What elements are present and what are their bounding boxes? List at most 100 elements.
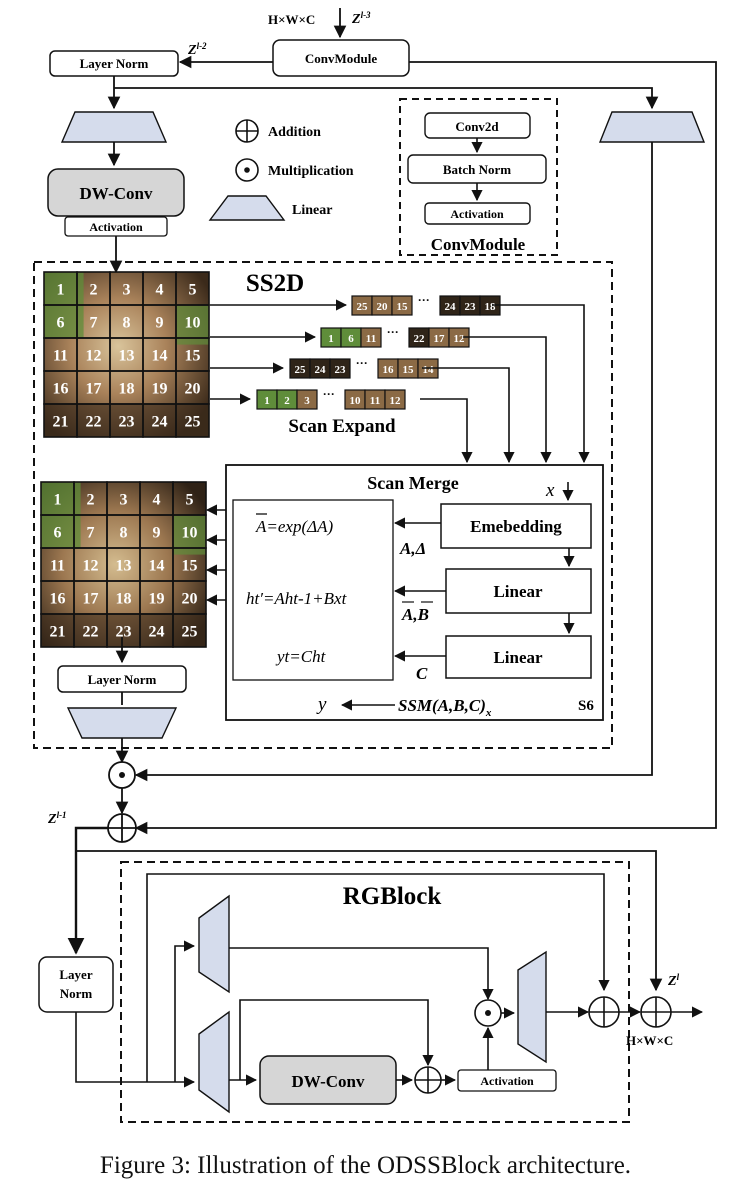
ss2d-title: SS2D — [246, 270, 304, 297]
svg-text:···: ··· — [387, 325, 399, 339]
scan-strip-number: 1 — [328, 333, 334, 345]
grid-cell-number: 2 — [87, 492, 95, 509]
linear-left-trapezoid — [60, 111, 168, 143]
scan-strip-number: 23 — [335, 364, 347, 376]
grid-cell-number: 4 — [156, 282, 164, 299]
ss2d-frame — [33, 261, 613, 749]
scan-strip-number: 23 — [465, 301, 477, 313]
activation-detail-box — [424, 202, 531, 225]
scan-strip-number: 16 — [383, 364, 395, 376]
grid-cell-number: 19 — [152, 381, 168, 398]
grid-cell-number: 10 — [185, 315, 201, 332]
rgblock-linear-output — [517, 950, 547, 1064]
rgblock-layer-norm-line1: Layer — [59, 967, 92, 982]
grid-cell-number: 3 — [120, 492, 128, 509]
c-label: C — [416, 664, 428, 683]
legend-linear-label: Linear — [292, 203, 332, 218]
rgblock-linear-upper — [198, 894, 230, 994]
z-l1-label: Zl-1 — [47, 810, 67, 827]
grid-cell-number: 14 — [152, 348, 168, 365]
grid-cell-number: 8 — [120, 525, 128, 542]
grid-cell-number: 16 — [53, 381, 69, 398]
layer-norm-top-label: Layer Norm — [80, 56, 149, 71]
svg-text:···: ··· — [323, 387, 335, 401]
grid-cell-number: 16 — [50, 591, 66, 608]
rgblock-title: RGBlock — [343, 883, 442, 910]
grid-cell-number: 6 — [57, 315, 65, 332]
linear-1-label: Linear — [493, 582, 543, 601]
scan-strip-number: 12 — [454, 333, 466, 345]
scan-expand-label: Scan Expand — [288, 416, 396, 437]
convmodule-detail-frame — [399, 98, 558, 256]
scan-strip-number: 24 — [315, 364, 327, 376]
ss2d-linear-trapezoid — [66, 707, 178, 739]
conv2d-label: Conv2d — [455, 119, 499, 134]
grid-cell-number: 7 — [90, 315, 98, 332]
scan-strip-number: 17 — [434, 333, 446, 345]
equation-h: ht′=Aht-1+Bxt — [246, 589, 348, 608]
equation-box — [232, 499, 394, 681]
grid-cell-number: 7 — [87, 525, 95, 542]
y-output-label: y — [316, 694, 327, 715]
grid-cell-number: 24 — [149, 624, 165, 641]
grid-cell-number: 1 — [57, 282, 65, 299]
convmodule-detail-title: ConvModule — [431, 235, 526, 254]
grid-cell-number: 24 — [152, 414, 168, 431]
grid-cell-number: 21 — [53, 414, 69, 431]
ss2d-layer-norm-label: Layer Norm — [88, 672, 157, 687]
odssblock-diagram: H×W×C Zl-3 ConvModule Layer Norm Zl-2 DW… — [33, 8, 717, 1123]
linear-2-box — [445, 635, 592, 679]
rgblock-frame — [120, 861, 630, 1123]
legend-multiplication-label: Multiplication — [268, 164, 354, 179]
scan-strip-number: 11 — [366, 333, 376, 345]
grid-cell-number: 12 — [86, 348, 102, 365]
rgblock-linear-lower — [198, 1010, 230, 1114]
linear-1-box — [445, 568, 592, 614]
grid-cell-number: 8 — [123, 315, 131, 332]
grid-cell-number: 25 — [185, 414, 201, 431]
grid-cell-number: 20 — [185, 381, 201, 398]
grid-cell-number: 5 — [186, 492, 194, 509]
grid-cell-number: 13 — [116, 558, 132, 575]
grid-cell-number: 17 — [86, 381, 102, 398]
z-l3-label: Zl-3 — [351, 10, 371, 27]
grid-cell-number: 15 — [185, 348, 201, 365]
grid-cell-number: 9 — [156, 315, 164, 332]
grid-cell-number: 13 — [119, 348, 135, 365]
scan-strip-number: 3 — [304, 395, 310, 407]
grid-cell-number: 11 — [50, 558, 65, 575]
s6-label: S6 — [578, 698, 594, 714]
convmodule-top-label: ConvModule — [305, 51, 377, 66]
x-input-label: x — [545, 480, 555, 501]
scan-strip-number: 22 — [414, 333, 426, 345]
svg-text:···: ··· — [356, 356, 368, 370]
grid-cell-number: 4 — [153, 492, 161, 509]
z-l-label: Zl — [667, 972, 680, 989]
z-l2-label: Zl-2 — [187, 41, 207, 58]
scan-strip-number: 10 — [350, 395, 362, 407]
convmodule-top-box — [272, 39, 410, 77]
legend: Addition Multiplication Linear — [208, 119, 354, 221]
scan-strip-number: 20 — [377, 301, 389, 313]
a-b-label: A,B — [401, 605, 429, 624]
grid-cell-number: 12 — [83, 558, 99, 575]
grid-cell-number: 2 — [90, 282, 98, 299]
scan-strip-number: 15 — [403, 364, 415, 376]
scan-strip-number: 6 — [348, 333, 354, 345]
svg-text:···: ··· — [418, 293, 430, 307]
dw-conv-top-box — [47, 168, 185, 217]
a-delta-label: A,Δ — [399, 539, 426, 558]
grid-cell-number: 14 — [149, 558, 165, 575]
scan-strip-number: 25 — [295, 364, 307, 376]
grid-cell-number: 5 — [189, 282, 197, 299]
grid-cell-number: 1 — [54, 492, 62, 509]
scan-strip-number: 14 — [423, 364, 435, 376]
activation-detail-label: Activation — [450, 207, 504, 221]
scan-strip-number: 11 — [370, 395, 380, 407]
grid-cell-number: 19 — [149, 591, 165, 608]
grid-cell-number: 25 — [182, 624, 198, 641]
grid-cell-number: 18 — [116, 591, 132, 608]
grid-cell-number: 21 — [50, 624, 66, 641]
grid-cell-number: 22 — [83, 624, 99, 641]
